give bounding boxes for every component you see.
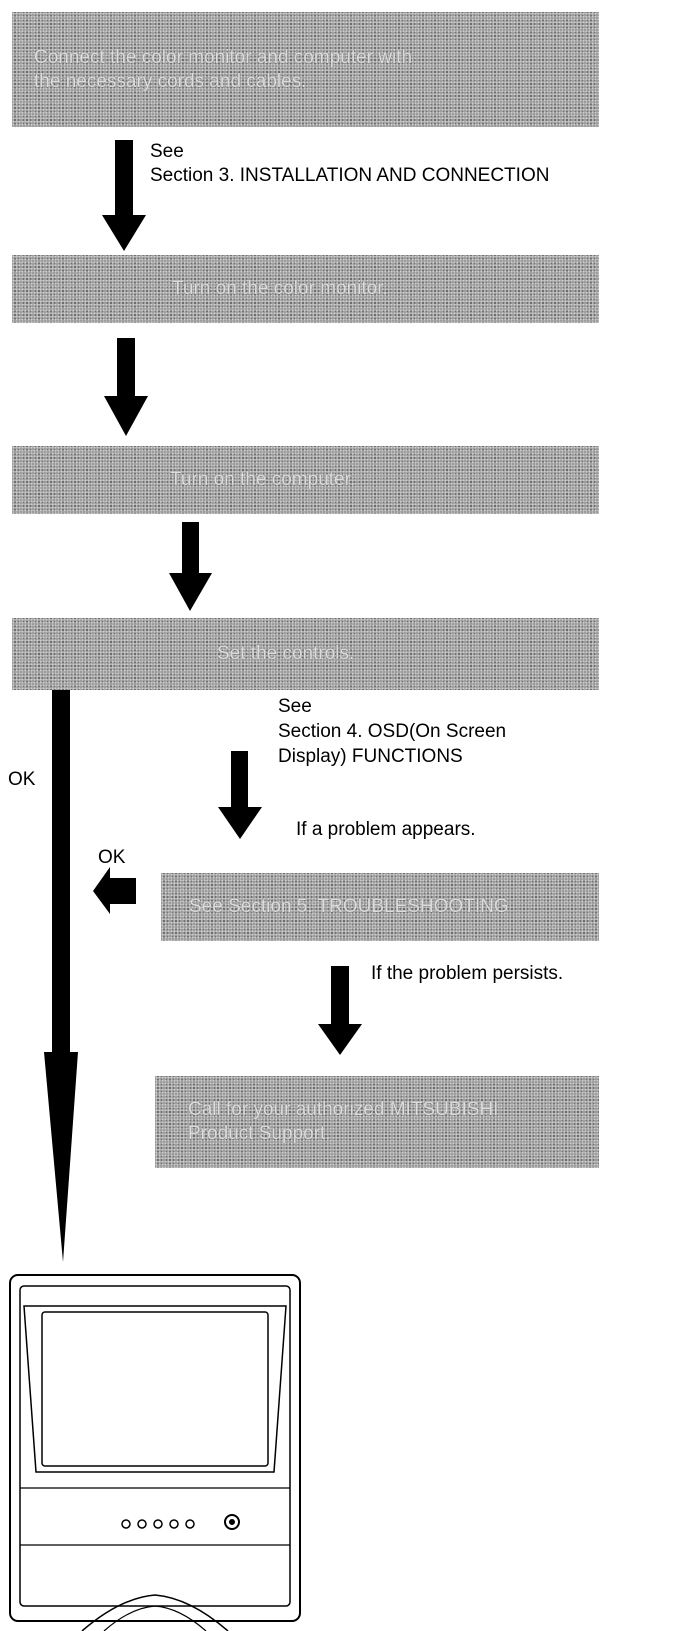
step-troubleshooting-box: See Section 5. TROUBLESHOOTING	[161, 873, 599, 941]
step-computer-on-text: Turn on the computer.	[170, 469, 356, 490]
arrow-down-support	[318, 966, 362, 1055]
monitor-illustration	[9, 1274, 301, 1631]
step-monitor-on-box: Turn on the color monitor.	[12, 255, 599, 323]
step-support-line1: Call for your authorized MITSUBISHI	[188, 1099, 499, 1120]
step-connect-box: Connect the color monitor and computer w…	[12, 12, 599, 127]
step-troubleshooting-text: See Section 5. TROUBLESHOOTING	[189, 896, 509, 917]
if-problem-appears-label: If a problem appears.	[296, 819, 476, 840]
see-section3-label: Section 3. INSTALLATION AND CONNECTION	[150, 165, 550, 186]
step-connect-line2: the necessary cords and cables.	[34, 70, 307, 92]
step-monitor-on-text: Turn on the color monitor.	[172, 278, 388, 299]
see-section4-line1: Section 4. OSD(On Screen	[278, 721, 507, 742]
step-computer-on-box: Turn on the computer.	[12, 446, 599, 514]
see-label-1: See	[150, 141, 184, 162]
step-support-line2: Product Support.	[188, 1123, 331, 1144]
see-section4-line2: Display) FUNCTIONS	[278, 746, 463, 767]
ok-label-branch: OK	[98, 847, 126, 868]
see-label-2: See	[278, 696, 312, 717]
ok-long-arrow	[44, 690, 78, 1262]
step-support-box: Call for your authorized MITSUBISHI Prod…	[155, 1076, 599, 1168]
if-problem-persists-label: If the problem persists.	[371, 963, 564, 984]
step-set-controls-text: Set the controls.	[217, 643, 355, 664]
ok-label-main: OK	[8, 769, 36, 790]
step-set-controls-box: Set the controls.	[12, 618, 599, 690]
step-connect-line1: Connect the color monitor and computer w…	[34, 46, 413, 68]
arrow-down-2	[104, 338, 148, 436]
arrow-down-1	[102, 140, 146, 251]
arrow-down-3	[169, 522, 212, 611]
ok-left-arrow	[93, 867, 136, 914]
arrow-down-troubleshoot	[218, 751, 262, 839]
